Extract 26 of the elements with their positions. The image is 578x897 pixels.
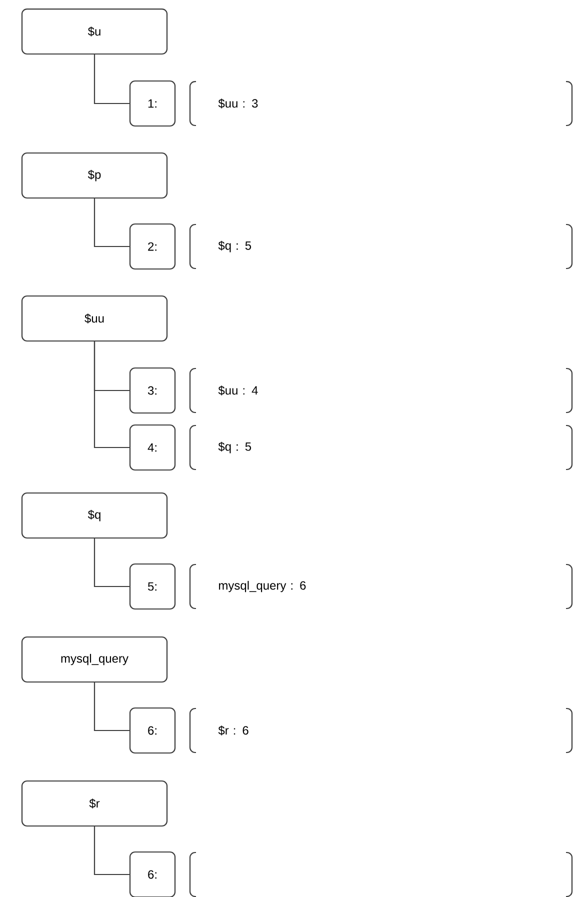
connector-line xyxy=(94,342,130,448)
bracketed-entry: $q : 5 xyxy=(189,224,573,270)
empty-bracket xyxy=(189,852,573,897)
variable-box: mysql_query xyxy=(21,636,168,683)
index-box: 2: xyxy=(129,223,176,270)
index-box: 6: xyxy=(129,707,176,754)
bracketed-entry: $uu : 3 xyxy=(189,80,573,126)
index-box: 1: xyxy=(129,80,176,127)
bracketed-entry: $r : 6 xyxy=(189,708,573,754)
connector-line xyxy=(94,826,130,876)
variable-box: $p xyxy=(21,152,168,199)
variable-box: $uu xyxy=(21,295,168,342)
connector-line xyxy=(94,682,130,732)
index-box: 4: xyxy=(129,424,176,471)
index-box: 3: xyxy=(129,367,176,414)
connector-line xyxy=(94,198,130,248)
index-box: 6: xyxy=(129,851,176,897)
connector-line xyxy=(94,538,130,588)
connector-line xyxy=(94,54,130,104)
bracketed-entry: mysql_query : 6 xyxy=(189,564,573,610)
bracketed-entry: $q : 5 xyxy=(189,424,573,470)
variable-box: $u xyxy=(21,8,168,55)
bracketed-entry: $uu : 4 xyxy=(189,368,573,414)
variable-box: $q xyxy=(21,492,168,539)
variable-box: $r xyxy=(21,780,168,827)
index-box: 5: xyxy=(129,563,176,610)
